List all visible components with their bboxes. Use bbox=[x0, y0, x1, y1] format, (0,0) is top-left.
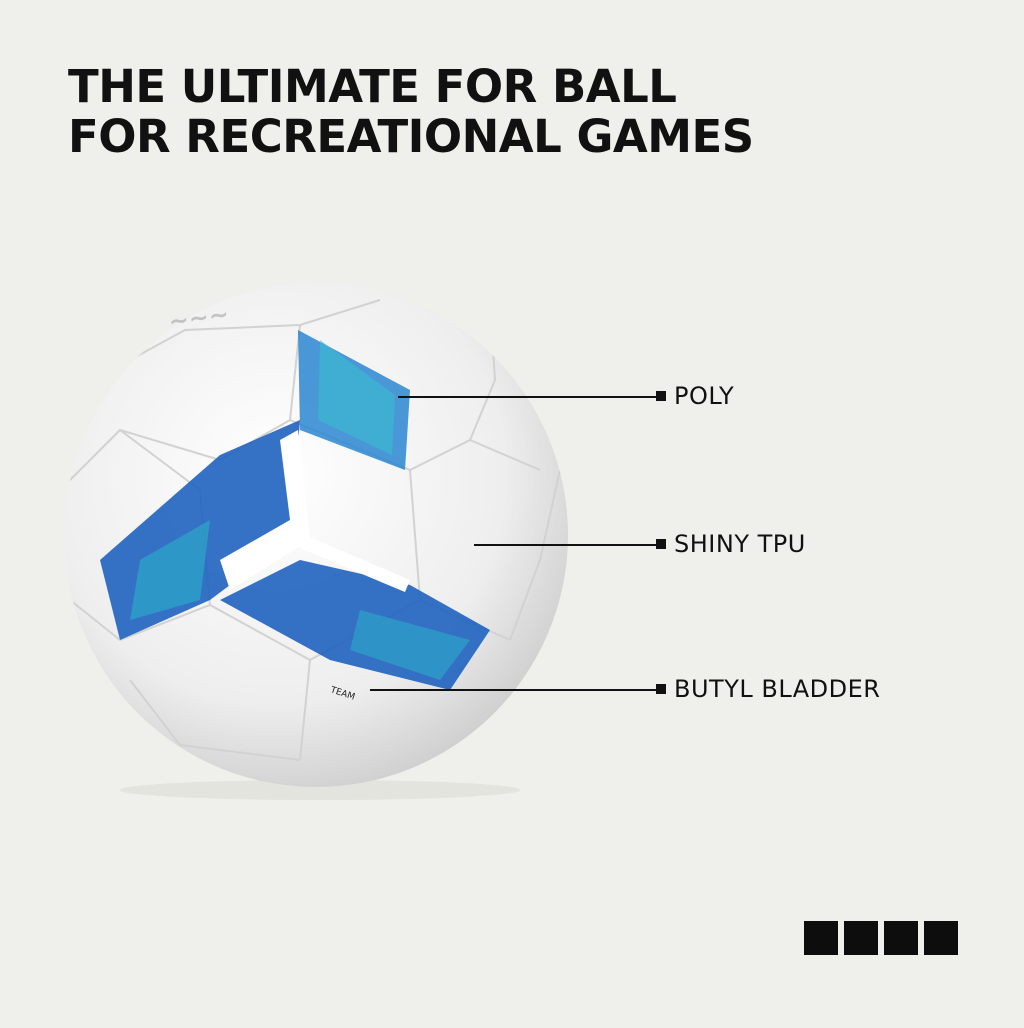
callout-poly: POLY bbox=[656, 381, 734, 411]
block-square bbox=[844, 921, 878, 955]
headline-line-1: THE ULTIMATE FOR BALL bbox=[68, 60, 677, 113]
square-blocks-icon bbox=[804, 921, 958, 955]
ball-brush-graphic bbox=[100, 330, 490, 690]
headline-line-2: FOR RECREATIONAL GAMES bbox=[68, 110, 754, 163]
callout-label: SHINY TPU bbox=[674, 530, 806, 558]
callout-shiny-tpu: SHINY TPU bbox=[656, 529, 806, 559]
block-square bbox=[804, 921, 838, 955]
block-square bbox=[924, 921, 958, 955]
bullet-square-icon bbox=[656, 391, 666, 401]
callout-label: BUTYL BLADDER bbox=[674, 675, 881, 703]
headline: THE ULTIMATE FOR BALL FOR RECREATIONAL G… bbox=[68, 62, 754, 162]
leader-line-bladder bbox=[370, 689, 656, 691]
leader-line-tpu bbox=[474, 544, 656, 546]
block-square bbox=[884, 921, 918, 955]
callout-butyl-bladder: BUTYL BLADDER bbox=[656, 674, 880, 704]
bullet-square-icon bbox=[656, 684, 666, 694]
leader-line-poly bbox=[398, 396, 656, 398]
bullet-square-icon bbox=[656, 539, 666, 549]
callout-label: POLY bbox=[674, 382, 735, 410]
